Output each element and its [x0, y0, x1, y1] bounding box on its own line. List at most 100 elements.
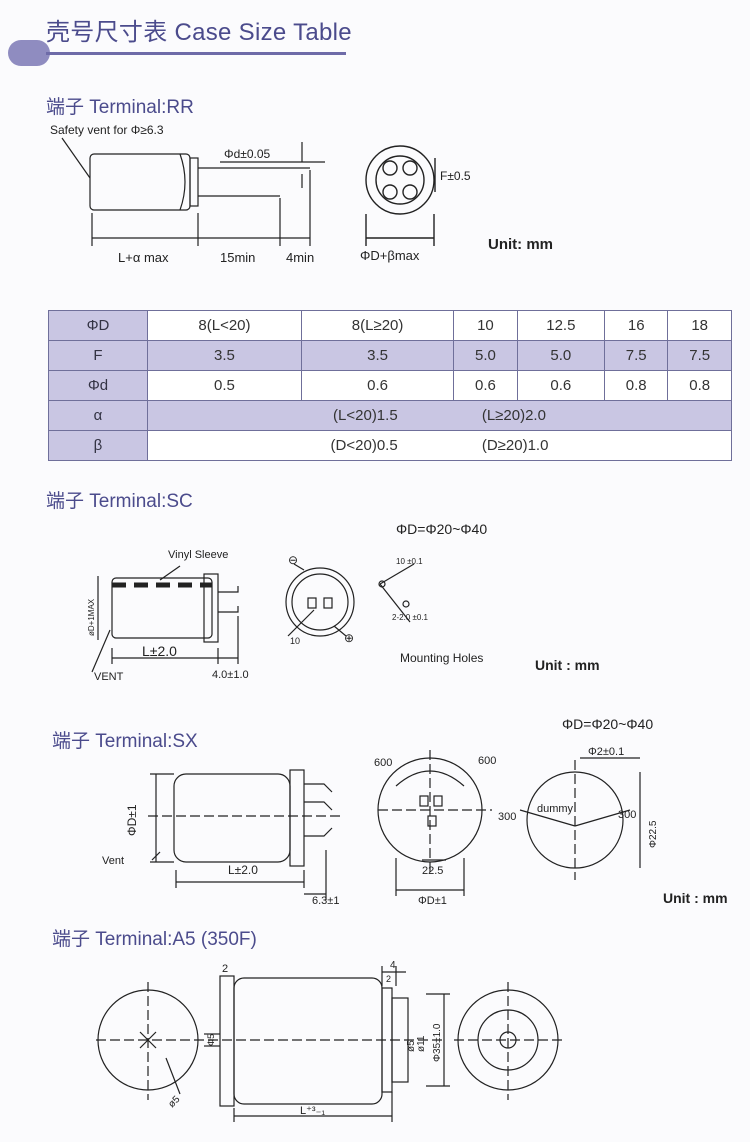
sc-end-view-inner: [291, 573, 349, 631]
row-header: F: [48, 340, 148, 371]
section-title-sx: 端子 Terminal:SX: [52, 731, 198, 752]
a5-thickness-2b: 2: [386, 974, 391, 984]
a5-thickness-4: 4: [390, 960, 396, 971]
table-cell: 10: [453, 310, 518, 341]
page-title: 壳号尺寸表 Case Size Table: [46, 19, 352, 46]
table-cell: 3.5: [300, 340, 455, 371]
sc-ten: 10: [290, 636, 300, 646]
table-cell: 7.5: [667, 340, 732, 371]
rr-seal: [189, 157, 199, 207]
table-row-diameter: ΦD 8(L<20) 8(L≥20) 10 12.5 16 18: [48, 310, 732, 341]
case-size-table: ΦD 8(L<20) 8(L≥20) 10 12.5 16 18 F 3.5 3…: [48, 310, 732, 461]
a5-dia-11: ø11: [416, 1035, 427, 1052]
table-cell: 0.5: [147, 370, 302, 401]
rr-body-curve: [179, 153, 186, 211]
table-merged-cell: (L<20)1.5 (L≥20)2.0: [147, 400, 732, 431]
table-row-beta: β (D<20)0.5 (D≥20)1.0: [48, 430, 732, 461]
sx-length: L±2.0: [228, 863, 258, 877]
sx-angle-right: 600: [478, 755, 496, 767]
table-cell: 0.6: [300, 370, 455, 401]
table-row-lead-diameter: Φd 0.5 0.6 0.6 0.6 0.8 0.8: [48, 370, 732, 401]
sx-seal: [289, 769, 305, 867]
table-merged-cell: (D<20)0.5 (D≥20)1.0: [147, 430, 732, 461]
sc-unit: Unit : mm: [535, 657, 600, 673]
table-cell: 8(L≥20): [300, 310, 455, 341]
merged-value: (D<20)0.5: [330, 437, 398, 454]
sc-minus: ⊖: [288, 553, 298, 567]
a5-dia-35: Φ35±1.0: [432, 1023, 443, 1062]
a5-phi5: Φ5: [206, 1034, 216, 1046]
merged-value: (D≥20)1.0: [481, 437, 549, 454]
sc-mounting-holes: Mounting Holes: [400, 651, 484, 665]
a5-dia-5: ø5: [406, 1040, 417, 1052]
sx-angle-300-left: 300: [498, 811, 516, 823]
section-title-rr: 端子 Terminal:RR: [46, 97, 194, 118]
merged-value: (L<20)1.5: [333, 407, 398, 424]
sx-pin: 6.3±1: [312, 895, 339, 907]
a5-capacitor-body: [233, 977, 383, 1105]
rr-lead-len: 15min: [220, 250, 255, 265]
rr-unit: Unit: mm: [488, 236, 553, 253]
sx-dia: ΦD±1: [125, 804, 139, 836]
sc-drawing: Vinyl Sleeve øD+1MAX L±2.0 4.0±1.0 VENT …: [87, 549, 429, 683]
a5-length: L⁺³₋₁: [300, 1105, 325, 1117]
table-cell: 18: [667, 310, 732, 341]
table-cell: 12.5: [516, 310, 606, 341]
sc-plus: ⊕: [344, 631, 354, 645]
sx-pitch: 22.5: [422, 865, 443, 877]
rr-body-len: L+α max: [118, 250, 169, 265]
a5-slot5: ø5: [166, 1094, 182, 1110]
sx-dummy: dummy: [537, 803, 574, 815]
section-title-sc: 端子 Terminal:SC: [46, 491, 193, 512]
rr-lead-tol: Φd±0.05: [224, 147, 271, 161]
table-cell: 8(L<20): [147, 310, 302, 341]
rr-diameter: ΦD+βmax: [360, 248, 420, 263]
sx-unit: Unit : mm: [663, 890, 728, 906]
table-cell: 0.8: [604, 370, 669, 401]
table-row-pitch: F 3.5 3.5 5.0 5.0 7.5 7.5: [48, 340, 732, 371]
sc-hole: 2-2.0 ±0.1: [392, 613, 429, 622]
rr-pitch: F±0.5: [440, 169, 471, 183]
sx-capacitor-body: [173, 773, 291, 863]
sx-hole: Φ2±0.1: [588, 746, 624, 758]
title-underline: [46, 52, 346, 55]
sc-end-view-outer: [285, 567, 355, 637]
rr-end-view-outer: [365, 145, 435, 215]
sx-range: ΦD=Φ20~Φ40: [562, 716, 654, 732]
table-row-alpha: α (L<20)1.5 (L≥20)2.0: [48, 400, 732, 431]
a5-left-terminal: [219, 975, 235, 1107]
table-cell: 7.5: [604, 340, 669, 371]
sc-length: L±2.0: [142, 643, 177, 659]
title-bar: 壳号尺寸表 Case Size Table: [0, 0, 750, 70]
sc-dia: øD+1MAX: [87, 598, 96, 636]
row-header: ΦD: [48, 310, 148, 341]
section-title-a5: 端子 Terminal:A5 (350F): [52, 929, 257, 950]
table-cell: 3.5: [147, 340, 302, 371]
rr-drawing: Safety vent for Φ≥6.3 Φd±0.05 L+α max 15…: [50, 123, 471, 265]
table-cell: 5.0: [516, 340, 606, 371]
rr-end-view-inner: [375, 155, 425, 205]
sx-vent: Vent: [102, 855, 124, 867]
table-cell: 0.6: [453, 370, 518, 401]
sx-angle-left: 600: [374, 757, 392, 769]
title-tab-decoration: [8, 40, 50, 66]
a5-thickness-2: 2: [222, 963, 228, 975]
rr-lead-end: 4min: [286, 250, 314, 265]
rr-vent-label: Safety vent for Φ≥6.3: [50, 123, 164, 137]
table-cell: 16: [604, 310, 669, 341]
row-header: β: [48, 430, 148, 461]
sc-sleeve: Vinyl Sleeve: [168, 549, 228, 561]
sc-vent: VENT: [94, 671, 124, 683]
table-cell: 0.6: [516, 370, 606, 401]
rr-capacitor-body: [89, 153, 191, 211]
merged-value: (L≥20)2.0: [481, 407, 546, 424]
sx-dia2: ΦD±1: [418, 895, 447, 907]
row-header: α: [48, 400, 148, 431]
sx-angle-300-right: 300: [618, 809, 636, 821]
sc-range: ΦD=Φ20~Φ40: [396, 521, 488, 537]
sc-pin: 4.0±1.0: [212, 669, 249, 681]
table-cell: 0.8: [667, 370, 732, 401]
a5-drawing: 2 Φ5 ø5 4 2 ø11 ø5 Φ35±1.0 L⁺³₋₁: [96, 960, 562, 1122]
table-cell: 5.0: [453, 340, 518, 371]
row-header: Φd: [48, 370, 148, 401]
